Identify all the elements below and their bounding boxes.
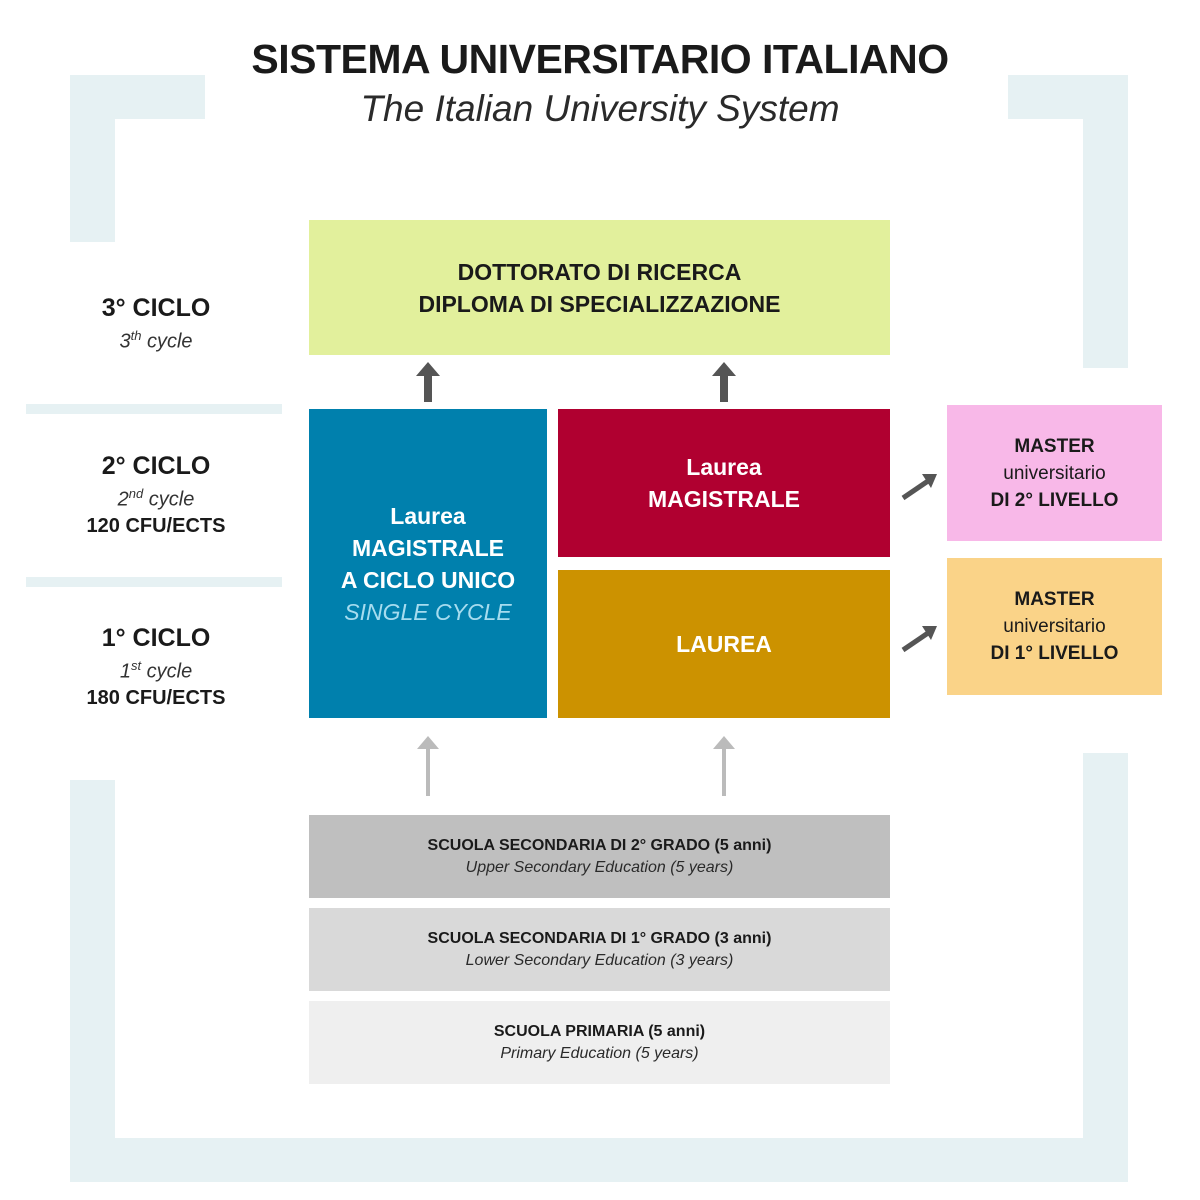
master2-line-3: DI 2° LIVELLO [990,489,1119,511]
arrow-diagonal-icon [922,474,937,488]
school-lower-secondary-subtitle: Lower Secondary Education (3 years) [465,951,734,969]
laurea-label: LAUREA [676,630,772,657]
frame-top-left-horizontal [70,75,205,119]
cycle-second-subtitle: 2nd cycle [117,486,195,511]
doctorate-line-2: DIPLOMA DI SPECIALIZZAZIONE [418,290,781,317]
page-subtitle: The Italian University System [360,88,840,129]
magistrale-line-1: Laurea [686,454,762,480]
single-cycle-line-2: MAGISTRALE [351,534,505,561]
arrow-up-light-icon [713,736,735,796]
frame-bottom-left-vertical [70,780,115,1182]
school-upper-secondary: SCUOLA SECONDARIA DI 2° GRADO (5 anni) U… [309,815,890,898]
cycle-third-title: 3° CICLO [101,294,211,322]
cycle-divider-upper [26,404,282,414]
school-primary: SCUOLA PRIMARIA (5 anni) Primary Educati… [309,1001,890,1084]
laurea-box: LAUREA [558,570,890,718]
arrow-up-icon [416,362,440,402]
arrow-diagonal-icon [922,626,937,640]
frame-bottom-right-vertical [1083,753,1128,1182]
single-cycle-line-1: Laurea [390,502,466,529]
frame-top-right-horizontal [1008,75,1128,119]
cycle-divider-lower [26,577,282,587]
master-first-level-box: MASTER universitario DI 1° LIVELLO [947,558,1162,695]
arrow-diagonal-icon [901,478,930,501]
school-lower-secondary-title: SCUOLA SECONDARIA DI 1° GRADO (3 anni) [427,929,772,947]
frame-bottom-horizontal [70,1138,1128,1182]
arrow-up-icon [416,362,440,402]
school-upper-secondary-title: SCUOLA SECONDARIA DI 2° GRADO (5 anni) [427,836,772,854]
arrow-diagonal-icon [901,474,937,501]
school-primary-title: SCUOLA PRIMARIA (5 anni) [493,1022,706,1040]
master1-line-3: DI 1° LIVELLO [990,643,1119,664]
cycle-label-first: 1° CICLO 1st cycle 180 CFU/ECTS [20,623,292,711]
page-title: SISTEMA UNIVERSITARIO ITALIANO [251,36,949,82]
doctorate-line-1: DOTTORATO DI RICERCA [457,258,742,285]
cycle-first-credits: 180 CFU/ECTS [86,686,226,709]
arrow-up-icon [712,362,736,402]
cycle-second-credits: 120 CFU/ECTS [86,514,226,537]
arrow-up-light-icon [713,736,735,796]
magistrale-box: Laurea MAGISTRALE [558,409,890,557]
master1-line-2: universitario [1003,616,1106,637]
school-primary-subtitle: Primary Education (5 years) [500,1044,699,1062]
master-second-level-box: MASTER universitario DI 2° LIVELLO [947,405,1162,541]
arrow-up-light-icon [417,736,439,796]
school-upper-secondary-subtitle: Upper Secondary Education (5 years) [465,858,734,876]
master1-line-1: MASTER [1014,589,1095,610]
school-lower-secondary: SCUOLA SECONDARIA DI 1° GRADO (3 anni) L… [309,908,890,991]
single-cycle-line-4: SINGLE CYCLE [344,598,512,625]
magistrale-line-2: MAGISTRALE [647,486,801,512]
cycle-second-title: 2° CICLO [101,452,211,480]
cycle-first-subtitle: 1st cycle [119,658,193,683]
cycle-first-title: 1° CICLO [101,624,211,652]
cycle-third-subtitle: 3th cycle [119,328,193,353]
doctorate-box: DOTTORATO DI RICERCA DIPLOMA DI SPECIALI… [309,220,890,355]
cycle-label-second: 2° CICLO 2nd cycle 120 CFU/ECTS [20,451,292,539]
master2-line-2: universitario [1003,462,1106,484]
frame-top-right-vertical [1083,75,1128,368]
arrow-up-icon [712,362,736,402]
single-cycle-line-3: A CICLO UNICO [340,566,516,593]
single-cycle-box: Laurea MAGISTRALE A CICLO UNICO SINGLE C… [309,409,547,718]
master2-line-1: MASTER [1014,435,1095,457]
arrow-diagonal-icon [901,626,937,653]
arrow-diagonal-icon [901,630,930,653]
cycle-label-third: 3° CICLO 3th cycle [20,293,292,355]
arrow-up-light-icon [417,736,439,796]
